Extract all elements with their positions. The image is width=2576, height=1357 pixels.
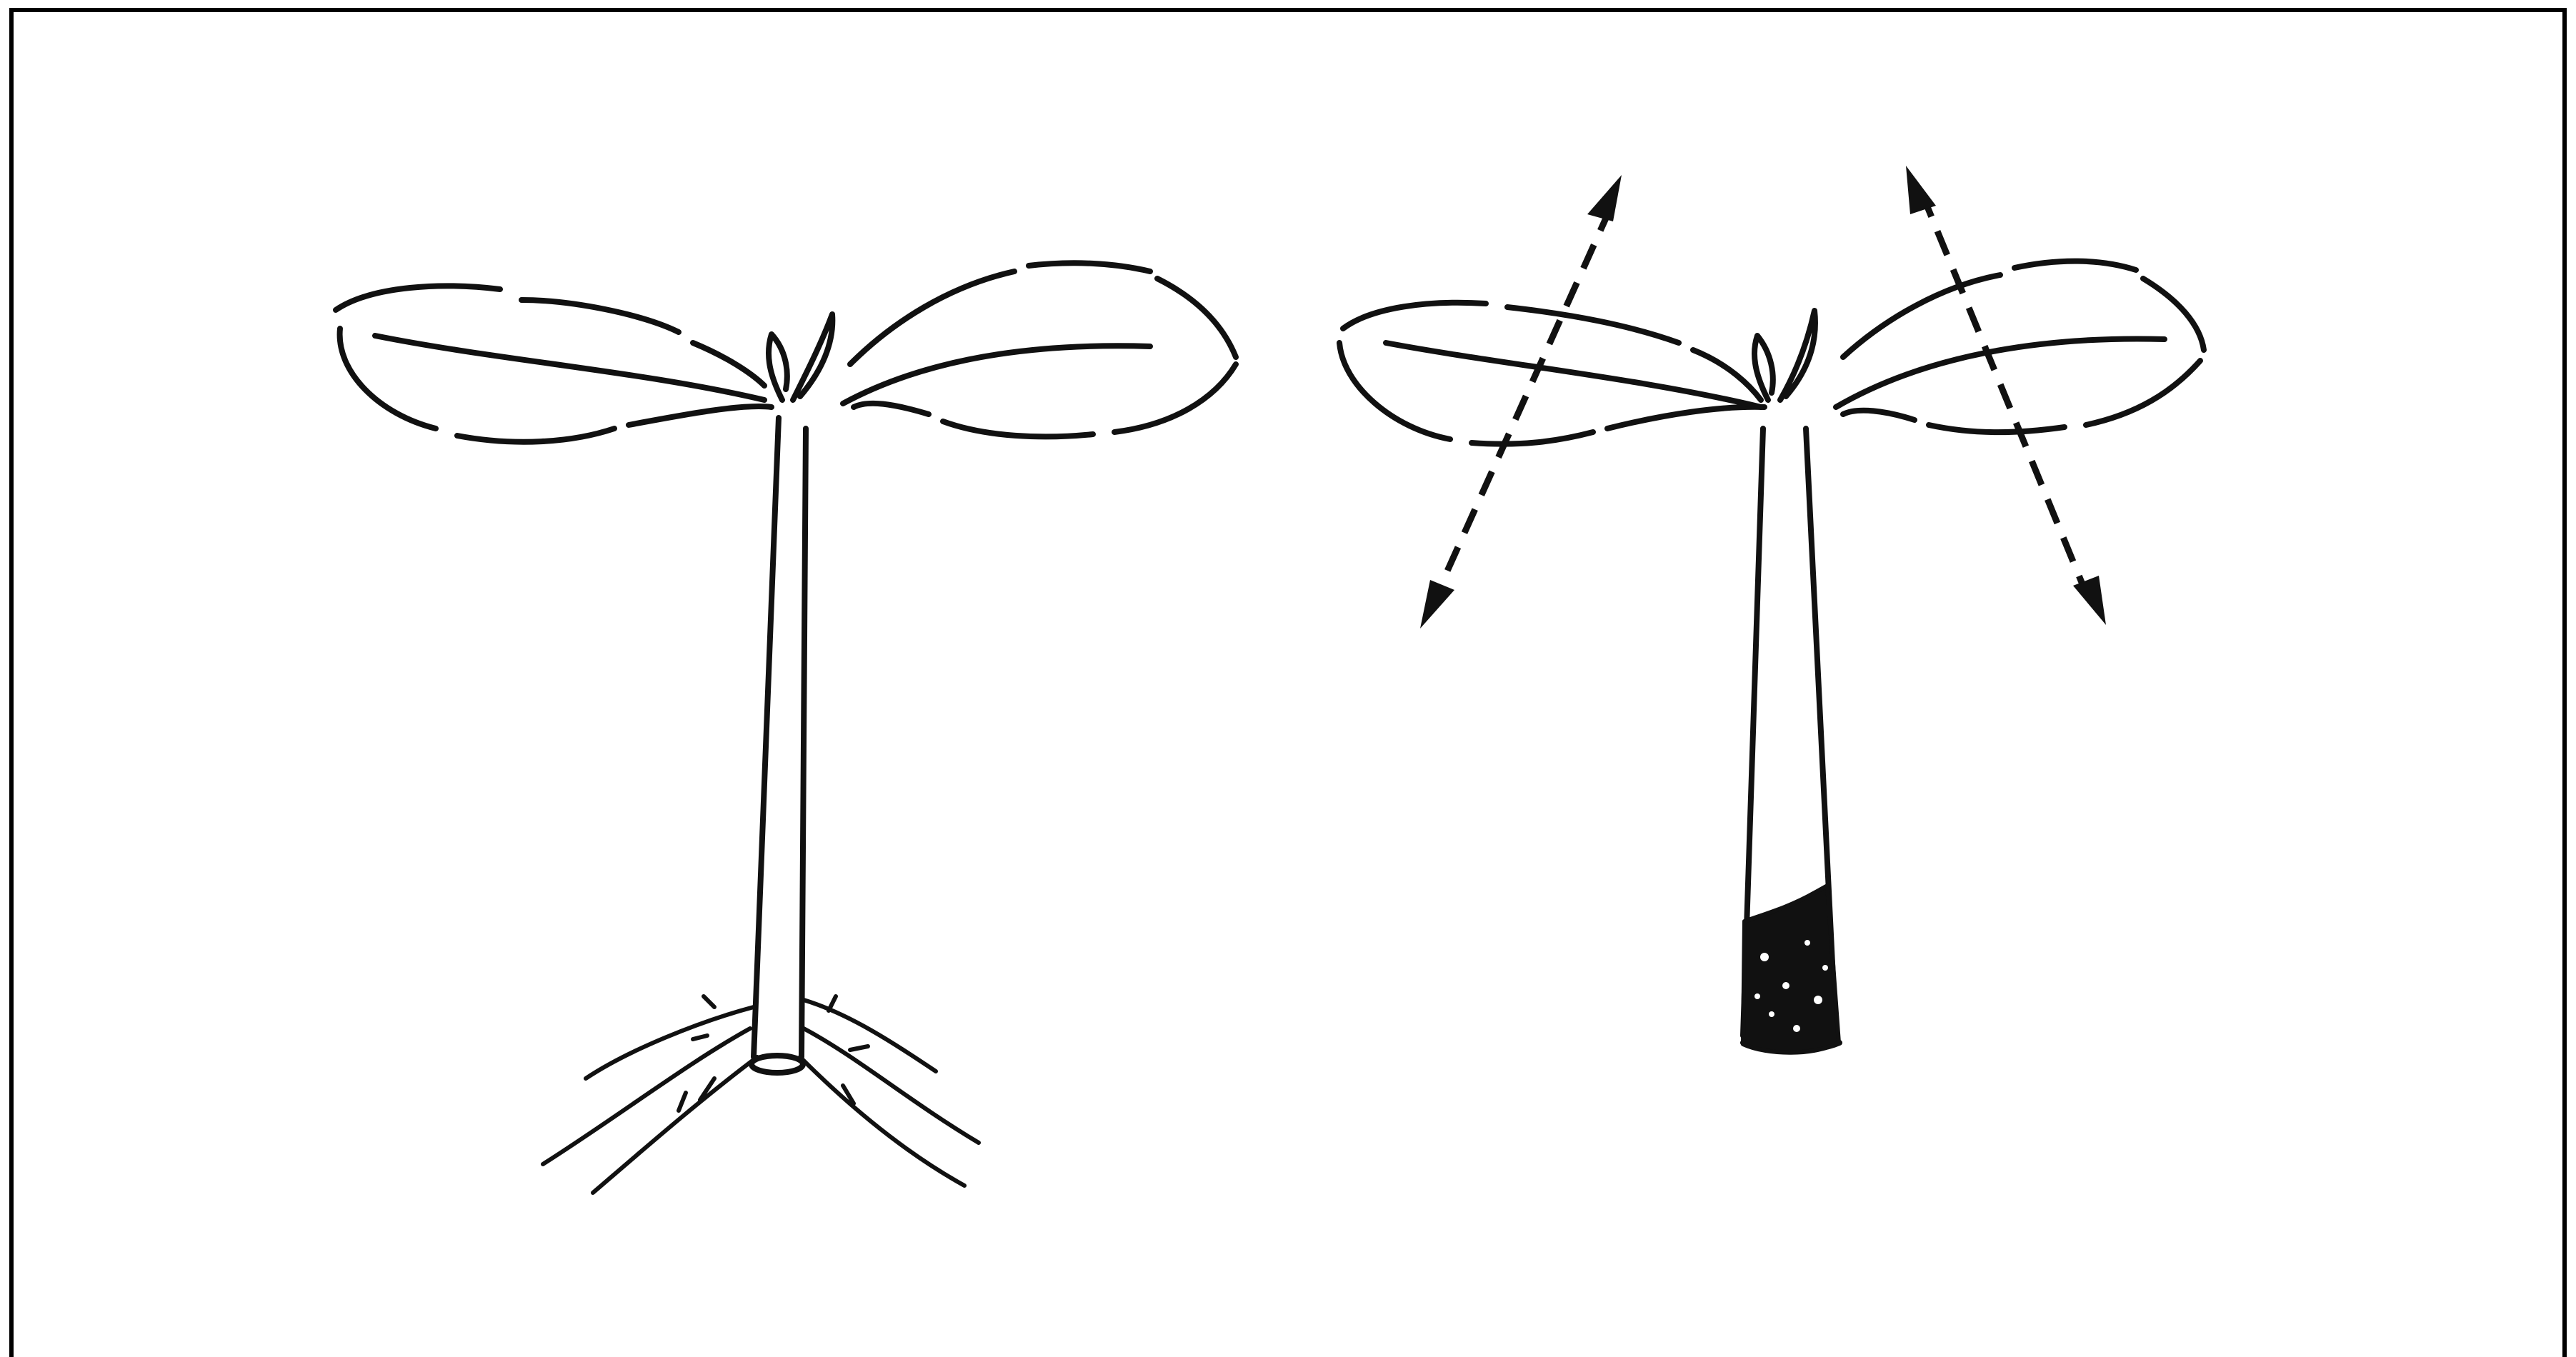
figure-border — [11, 10, 2565, 1357]
left-seedling — [336, 263, 1236, 1193]
right-seedling-callus-base — [1743, 886, 1839, 1053]
right-seedling-right-leaf — [1836, 261, 2204, 433]
left-seedling-stem — [752, 418, 806, 1073]
right-seedling-left-leaf — [1339, 303, 1764, 444]
right-seedling — [1339, 261, 2204, 1053]
left-seedling-left-leaf — [336, 286, 772, 441]
leaf-trim-arrows — [1420, 166, 2106, 629]
left-seedling-right-leaf — [843, 263, 1236, 436]
double-arrow-left-icon — [1420, 175, 1622, 629]
right-seedling-growing-tip — [1754, 311, 1815, 400]
left-seedling-growing-tip — [769, 314, 832, 400]
left-seedling-roots — [543, 996, 979, 1193]
double-arrow-right-icon — [1906, 166, 2106, 625]
